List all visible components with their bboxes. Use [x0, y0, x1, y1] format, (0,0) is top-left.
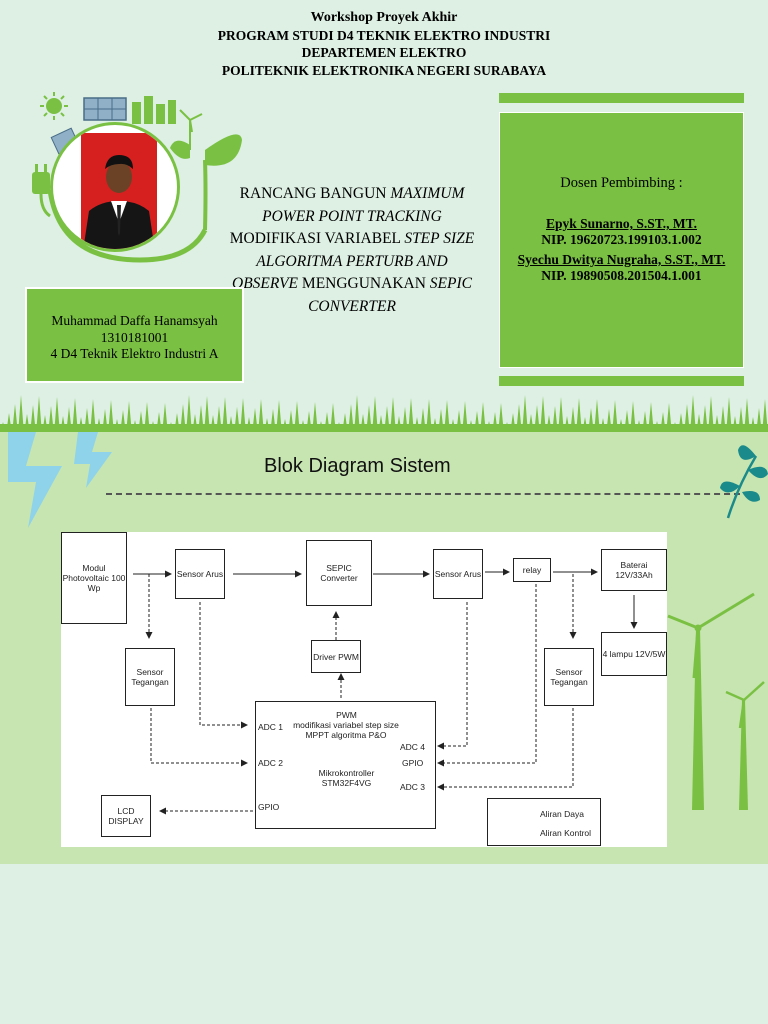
student-name: Muhammad Daffa Hanamsyah [51, 313, 218, 328]
driver-pwm-block: Driver PWM [311, 640, 361, 673]
plug-icon [32, 164, 51, 218]
title-part-2: MAXIMUM POWER POINT TRACKING [262, 185, 465, 225]
relay-block: relay [513, 558, 551, 582]
adviser-box: Dosen Pembimbing : Epyk Sunarno, S.ST., … [499, 112, 744, 368]
gpio-right-label: GPIO [402, 758, 424, 768]
adc3-label: ADC 3 [400, 782, 426, 792]
sun-icon [40, 92, 68, 120]
mcu-name-label: Mikrokontroller STM32F4VG [318, 768, 375, 788]
title-part-6: SEPIC CONVERTER [308, 275, 472, 315]
adviser-top-bar [499, 93, 744, 103]
lamp-block: 4 lampu 12V/5W [601, 632, 667, 676]
voltage-sensor-2-block: Sensor Tegangan [544, 648, 594, 706]
project-title: RANCANG BANGUN MAXIMUM POWER POINT TRACK… [222, 183, 482, 318]
header-department: DEPARTEMEN ELEKTRO [301, 45, 467, 60]
block-diagram: Modul Photovoltaic 100 Wp Sensor Arus SE… [61, 532, 667, 847]
adviser-nip-2: NIP. 19890508.201504.1.001 [541, 268, 702, 283]
sepic-converter-block: SEPIC Converter [306, 540, 372, 606]
city-icon [132, 96, 176, 124]
grass-divider [0, 395, 768, 434]
legend-power-flow: Aliran Daya [540, 809, 584, 819]
header-program: PROGRAM STUDI D4 TEKNIK ELEKTRO INDUSTRI [217, 27, 551, 43]
adviser-name-1: Epyk Sunarno, S.ST., MT. [545, 216, 698, 231]
title-part-4: STEP SIZE ALGORITMA PERTURB AND OBSERVE [232, 230, 475, 292]
adviser-bottom-bar [499, 376, 744, 386]
header-workshop: Workshop Proyek Akhir [310, 10, 458, 25]
student-class: 4 D4 Teknik Elektro Industri A [50, 346, 219, 361]
gpio-left-label: GPIO [258, 802, 280, 812]
battery-block: Baterai 12V/33Ah [601, 549, 667, 591]
voltage-sensor-1-block: Sensor Tegangan [125, 648, 175, 706]
legend-control-flow: Aliran Kontrol [540, 828, 592, 838]
adviser-title: Dosen Pembimbing : [560, 175, 683, 191]
pv-module-block: Modul Photovoltaic 100 Wp [61, 532, 127, 624]
microcontroller-block: PWM modifikasi variabel step size MPPT a… [255, 701, 436, 829]
adc1-label: ADC 1 [258, 722, 284, 732]
legend-box: Aliran Daya Aliran Kontrol [487, 798, 601, 846]
solar-panel-icon [83, 97, 127, 121]
leaf-icon [170, 134, 242, 231]
current-sensor-2-block: Sensor Arus [433, 549, 483, 599]
mcu-pwm-label: PWM [336, 710, 357, 720]
current-sensor-1-block: Sensor Arus [175, 549, 225, 599]
adc2-label: ADC 2 [258, 758, 284, 768]
student-photo-frame [50, 122, 180, 252]
student-photo [81, 133, 157, 249]
wind-turbine-icon [667, 592, 765, 810]
lcd-display-block: LCD DISPLAY [101, 795, 151, 837]
title-underline [106, 493, 740, 495]
title-part-3: MODIFIKASI VARIABEL [229, 230, 405, 247]
mcu-algorithm-label: modifikasi variabel step size MPPT algor… [293, 720, 399, 740]
diagram-title: Blok Diagram Sistem [264, 455, 451, 477]
student-info-box: Muhammad Daffa Hanamsyah 1310181001 4 D4… [25, 287, 244, 383]
title-part-5: MENGGUNAKAN [298, 275, 430, 292]
adviser-nip-1: NIP. 19620723.199103.1.002 [541, 232, 702, 247]
grass-base [0, 424, 768, 434]
header-institution: POLITEKNIK ELEKTRONIKA NEGERI SURABAYA [221, 62, 547, 78]
plant-icon [720, 445, 768, 519]
header: Workshop Proyek Akhir PROGRAM STUDI D4 T… [0, 9, 768, 79]
adc4-label: ADC 4 [400, 742, 426, 752]
title-part-1: RANCANG BANGUN [239, 185, 391, 202]
adviser-name-2: Syechu Dwitya Nugraha, S.ST., MT. [517, 252, 726, 267]
student-id: 1310181001 [100, 329, 169, 345]
lightning-icon [8, 432, 112, 528]
